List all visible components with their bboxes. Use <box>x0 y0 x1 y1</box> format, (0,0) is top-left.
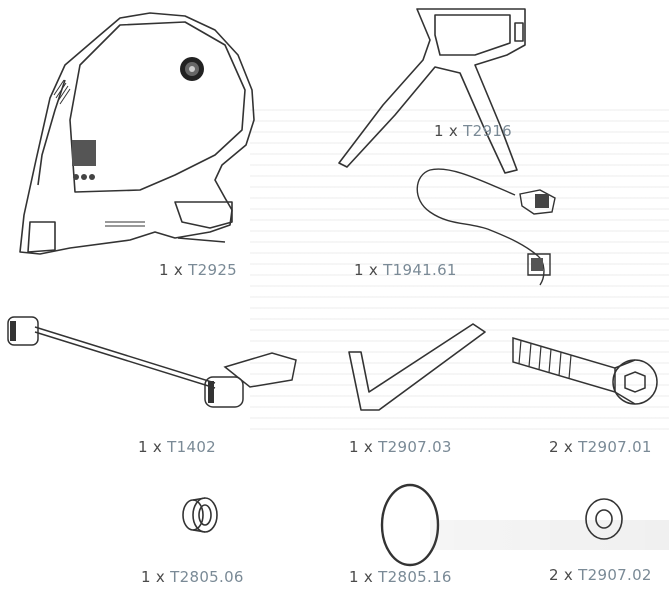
part-code: T1402 <box>167 438 217 456</box>
part-qty: 2 x <box>549 566 574 584</box>
part-qty: 1 x <box>141 568 166 586</box>
part-qty: 1 x <box>349 568 374 586</box>
part-code: T2907.02 <box>578 566 652 584</box>
faint-background-heading <box>430 520 669 550</box>
part-label-power-cable: 1 x T1941.61 <box>354 261 457 279</box>
part-code: T2805.06 <box>170 568 244 586</box>
part-qty: 1 x <box>138 438 163 456</box>
part-label-spacer-ring: 1 x T2805.06 <box>141 568 244 586</box>
part-code: T2907.03 <box>378 438 452 456</box>
part-label-flywheel: 1 x T2925 <box>159 261 237 279</box>
part-label-hex-key: 1 x T2907.03 <box>349 438 452 456</box>
skewer-image <box>7 316 297 408</box>
part-qty: 2 x <box>549 438 574 456</box>
legs-image <box>338 8 526 174</box>
part-qty: 1 x <box>354 261 379 279</box>
part-code: T2907.01 <box>578 438 652 456</box>
part-code: T1941.61 <box>383 261 457 279</box>
part-label-washer: 2 x T2907.02 <box>549 566 652 584</box>
part-code: T2916 <box>463 122 513 140</box>
hex-key-image <box>348 323 486 411</box>
part-label-skewer: 1 x T1402 <box>138 438 216 456</box>
part-qty: 1 x <box>159 261 184 279</box>
part-label-bolt: 2 x T2907.01 <box>549 438 652 456</box>
part-qty: 1 x <box>434 122 459 140</box>
o-ring-image <box>380 483 440 567</box>
faint-background-text <box>250 100 669 430</box>
bolt-image <box>512 336 658 405</box>
spacer-ring-image <box>182 497 218 533</box>
part-code: T2925 <box>188 261 238 279</box>
trainer-body-image <box>19 12 255 255</box>
part-code: T2805.16 <box>378 568 452 586</box>
power-cable-image <box>416 168 556 286</box>
part-label-legs: 1 x T2916 <box>434 122 512 140</box>
part-qty: 1 x <box>349 438 374 456</box>
washer-image <box>585 498 623 540</box>
part-label-o-ring: 1 x T2805.16 <box>349 568 452 586</box>
